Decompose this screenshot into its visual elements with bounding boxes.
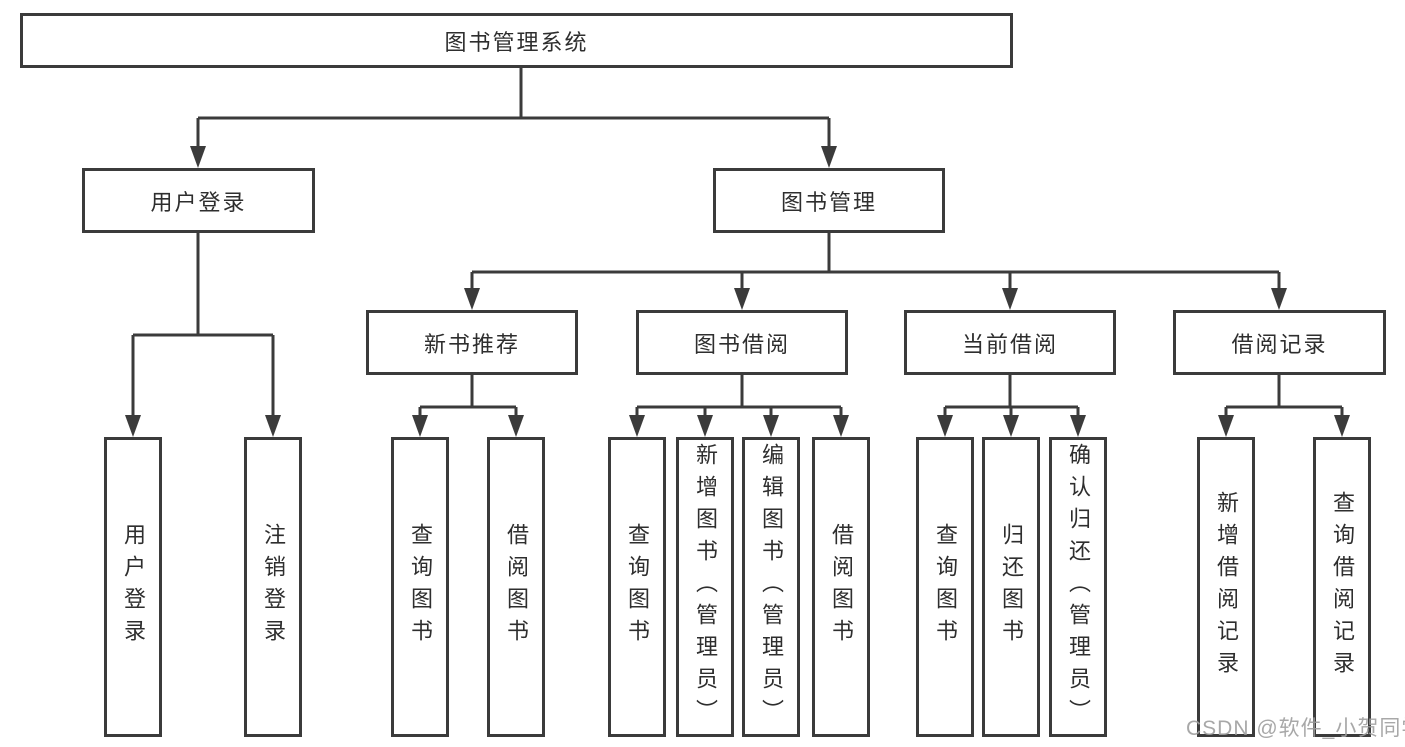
leaf-query-book-3: 查询图书 [916, 437, 974, 737]
leaf-return-book: 归还图书 [982, 437, 1040, 737]
node-label: 借阅图书 [504, 523, 529, 651]
node-label: 图书管理 [780, 189, 877, 215]
leaf-add-book-admin: 新增图书（管理员） [676, 437, 734, 737]
node-label: 用户登录 [121, 523, 146, 651]
watermark: CSDN @软件_小贺同学 [1186, 717, 1405, 740]
node-label: 编辑图书（管理员） [759, 443, 784, 731]
node-root: 图书管理系统 [20, 13, 1013, 68]
node-label: 新增图书（管理员） [693, 443, 718, 731]
node-user-login-group: 用户登录 [82, 168, 315, 233]
leaf-user-login: 用户登录 [104, 437, 162, 737]
node-root-label: 图书管理系统 [444, 29, 589, 55]
leaf-edit-book-admin: 编辑图书（管理员） [742, 437, 800, 737]
node-book-borrow: 图书借阅 [636, 310, 848, 375]
leaf-confirm-return-admin: 确认归还（管理员） [1049, 437, 1107, 737]
node-label: 借阅记录 [1231, 331, 1328, 357]
leaf-logout: 注销登录 [244, 437, 302, 737]
leaf-add-borrow-record: 新增借阅记录 [1197, 437, 1255, 737]
leaf-query-book-1: 查询图书 [391, 437, 449, 737]
node-label: 确认归还（管理员） [1066, 443, 1091, 731]
node-label: 新书推荐 [423, 331, 520, 357]
node-new-book-recommend: 新书推荐 [366, 310, 578, 375]
node-label: 查询图书 [933, 523, 958, 651]
arrowheads [125, 146, 1350, 437]
node-label: 新增借阅记录 [1214, 491, 1239, 683]
node-borrow-record: 借阅记录 [1173, 310, 1386, 375]
node-label: 查询图书 [625, 523, 650, 651]
node-label: 借阅图书 [829, 523, 854, 651]
node-book-management: 图书管理 [713, 168, 945, 233]
node-label: 查询图书 [408, 523, 433, 651]
leaf-borrow-book-2: 借阅图书 [812, 437, 870, 737]
node-label: 注销登录 [261, 523, 286, 651]
leaf-query-book-2: 查询图书 [608, 437, 666, 737]
node-label: 用户登录 [150, 189, 247, 215]
node-label: 图书借阅 [693, 331, 790, 357]
node-current-borrow: 当前借阅 [904, 310, 1116, 375]
leaf-borrow-book-1: 借阅图书 [487, 437, 545, 737]
leaf-query-borrow-record: 查询借阅记录 [1313, 437, 1371, 737]
node-label: 查询借阅记录 [1330, 491, 1355, 683]
node-label: 当前借阅 [961, 331, 1058, 357]
node-label: 归还图书 [999, 523, 1024, 651]
